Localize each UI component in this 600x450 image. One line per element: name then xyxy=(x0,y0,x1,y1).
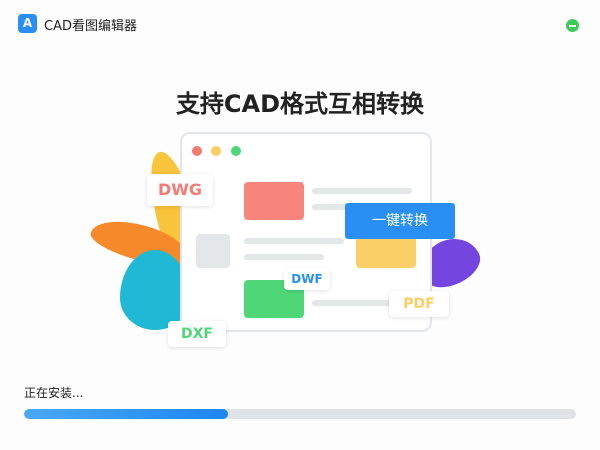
progress-fill xyxy=(24,409,229,419)
install-status: 正在安装... xyxy=(24,386,84,400)
app-logo: A xyxy=(18,14,37,33)
tag-dwg: DWG xyxy=(147,174,213,206)
tag-pdf: PDF xyxy=(389,291,449,317)
tag-dwf: DWF xyxy=(284,268,330,290)
minimize-button[interactable] xyxy=(566,19,579,32)
headline: 支持CAD格式互相转换 xyxy=(175,90,425,118)
convert-button: 一键转换 xyxy=(345,203,455,239)
leaf-teal xyxy=(120,250,190,330)
tag-dxf: DXF xyxy=(168,321,226,347)
app-title: CAD看图编辑器 xyxy=(44,19,137,34)
install-progress-bar xyxy=(24,409,576,419)
